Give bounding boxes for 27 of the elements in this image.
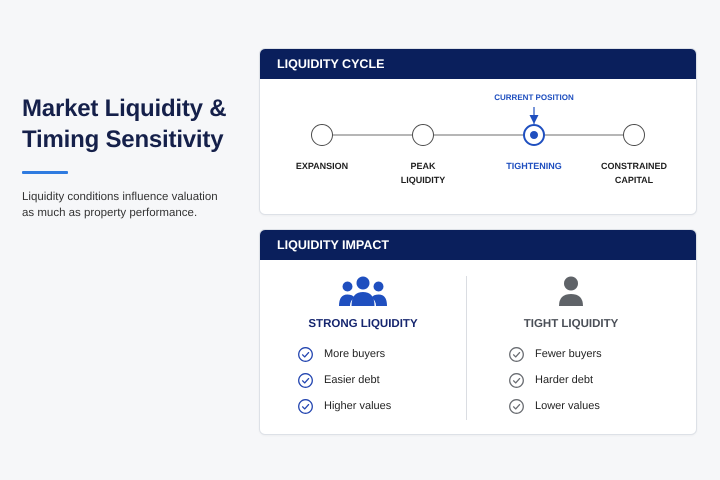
stage-label: PEAK LIQUIDITY	[400, 160, 446, 187]
stage-circle	[623, 124, 645, 146]
panel-card	[259, 48, 697, 215]
stage-label: EXPANSION	[294, 160, 350, 173]
stage-circle	[523, 124, 545, 146]
panel-header: LIQUIDITY CYCLE	[260, 49, 696, 79]
list-item-text: Fewer buyers	[535, 347, 602, 361]
list-item-text: More buyers	[324, 347, 386, 361]
stage-circle	[311, 124, 333, 146]
list-item-text: Higher values	[324, 399, 392, 413]
subtitle-text: Liquidity conditions influence valuation as much as property performance.	[22, 190, 219, 221]
stage-label: TIGHTENING	[505, 160, 563, 173]
list-item-text: Harder debt	[535, 373, 594, 387]
page-title: Market Liquidity & Timing Sensitivity	[22, 94, 228, 155]
list-item-text: Lower values	[535, 399, 600, 413]
connector-line	[545, 134, 623, 136]
connector-line	[333, 134, 412, 136]
connector-line	[434, 134, 523, 136]
pointer-arrow	[530, 107, 538, 124]
column-heading: TIGHT LIQUIDITY	[524, 317, 618, 331]
indicator-label: CURRENT POSITION	[494, 92, 574, 104]
stage-circle	[412, 124, 434, 146]
column-heading: STRONG LIQUIDITY	[308, 317, 418, 331]
panel-card	[259, 229, 697, 435]
list-item-text: Easier debt	[324, 373, 380, 387]
panel-header: LIQUIDITY IMPACT	[260, 230, 696, 260]
stage-label: CONSTRAINED CAPITAL	[600, 160, 668, 187]
